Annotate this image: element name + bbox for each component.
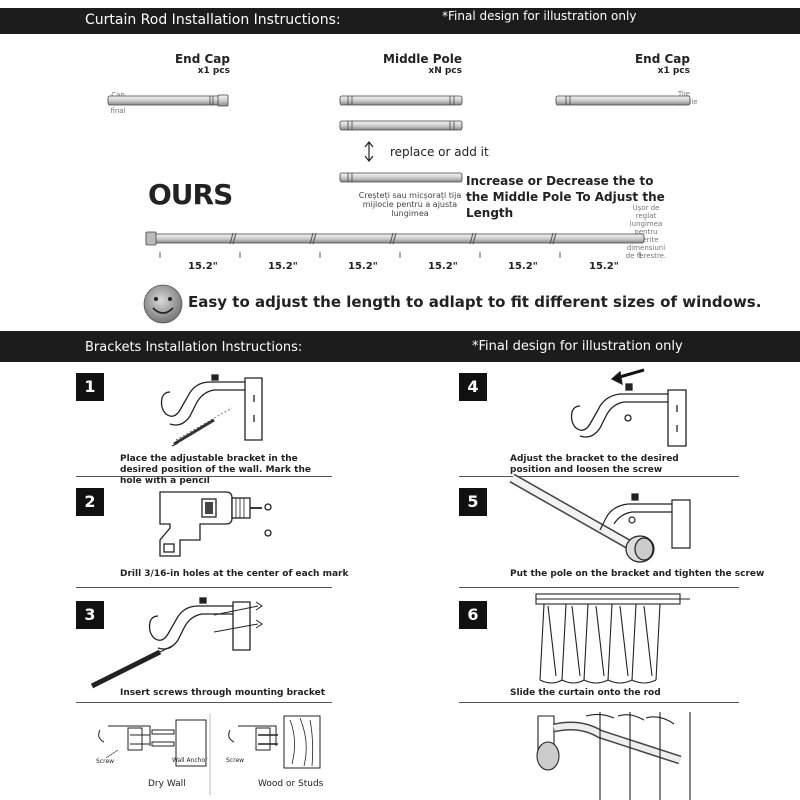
bracket-curtain-closeup	[536, 712, 691, 800]
wood-studs-label: Wood or Studs	[258, 779, 324, 789]
bottom-banner: Brackets Installation Instructions: *Fin…	[0, 331, 800, 362]
top-banner-note: *Final design for illustration only	[442, 9, 637, 23]
step-caption-3: Insert screws through mounting bracket	[120, 688, 326, 698]
part-name: End Cap	[174, 52, 230, 66]
step-caption-1: Place the adjustable bracket in the desi…	[120, 454, 311, 486]
segment-label: 15.2"	[268, 261, 298, 272]
part-qty: x1 pcs	[657, 66, 690, 76]
dry-wall-label: Dry Wall	[148, 779, 186, 789]
bottom-banner-title: Brackets Installation Instructions:	[85, 340, 303, 355]
segment-label: 15.2"	[348, 261, 378, 272]
step-divider	[76, 476, 332, 477]
bracket-illustration-step-1	[160, 374, 263, 447]
step-caption-6: Slide the curtain onto the rod	[510, 688, 661, 698]
wall-anchor-label: Wall Anchor	[172, 757, 208, 764]
end-cap-left-illustration	[107, 94, 229, 107]
segment-label: 15.2"	[428, 261, 458, 272]
bracket-illustration-step-3	[90, 597, 263, 689]
dry-wall-illustration	[98, 719, 207, 767]
ours-label: OURS	[148, 178, 233, 211]
segment-ticks	[159, 252, 641, 258]
step-caption-4: Adjust the bracket to the desired positi…	[510, 454, 679, 475]
bottom-banner-note: *Final design for illustration only	[472, 339, 683, 354]
adjust-heading: Increase or Decrease the to the Middle P…	[466, 174, 665, 220]
up-down-arrow-icon	[364, 141, 374, 162]
part-label-end-cap-left: End Cap x1 pcs	[140, 52, 230, 76]
easy-adjust-text: Easy to adjust the length to adlapt to f…	[188, 293, 762, 311]
smiley-face-icon	[143, 284, 183, 324]
assembled-rod-illustration	[145, 231, 645, 246]
ro-adjust-text: Creșteți sau micșorați tija mijlocie pen…	[358, 191, 462, 218]
step-number-2: 2	[76, 488, 104, 516]
segment-label: 15.2"	[188, 261, 218, 272]
step-divider	[459, 702, 739, 703]
middle-pole-illustration	[339, 172, 463, 183]
step-number-5: 5	[459, 488, 487, 516]
part-name: Middle Pole	[383, 52, 462, 66]
replace-text: replace or add it	[390, 145, 489, 159]
screw-label: Screw	[226, 757, 245, 764]
middle-pole-illustration	[339, 95, 463, 106]
step-number-4: 4	[459, 373, 487, 401]
part-label-end-cap-right: End Cap x1 pcs	[600, 52, 690, 76]
part-label-middle-pole: Middle Pole xN pcs	[370, 52, 462, 76]
top-banner: Curtain Rod Installation Instructions: *…	[0, 8, 800, 34]
step-caption-2: Drill 3/16-in holes at the center of eac…	[120, 569, 349, 579]
bracket-illustration-step-4	[570, 368, 687, 447]
step-caption-5: Put the pole on the bracket and tighten …	[510, 569, 765, 579]
segment-label: 15.2"	[508, 261, 538, 272]
part-qty: x1 pcs	[197, 66, 230, 76]
step-divider	[76, 702, 332, 703]
step-divider	[459, 587, 739, 588]
ro-side-text: Ușor de reglat lungimea pentru diferite …	[625, 204, 667, 260]
wood-wall-illustration	[209, 714, 321, 795]
part-name: End Cap	[634, 52, 690, 66]
curtain-illustration-step-6	[535, 593, 690, 684]
step-divider	[76, 587, 332, 588]
part-qty: xN pcs	[428, 66, 462, 76]
middle-pole-illustration	[339, 120, 463, 131]
step-number-6: 6	[459, 601, 487, 629]
segment-label: 15.2"	[589, 261, 619, 272]
step-number-3: 3	[76, 601, 104, 629]
screw-label: Screw	[96, 758, 115, 765]
bracket-pole-illustration-step-5	[509, 473, 691, 563]
top-banner-title: Curtain Rod Installation Instructions:	[85, 12, 341, 28]
drill-illustration	[159, 491, 272, 557]
end-cap-right-illustration	[555, 95, 691, 106]
step-number-1: 1	[76, 373, 104, 401]
step-divider	[459, 476, 739, 477]
